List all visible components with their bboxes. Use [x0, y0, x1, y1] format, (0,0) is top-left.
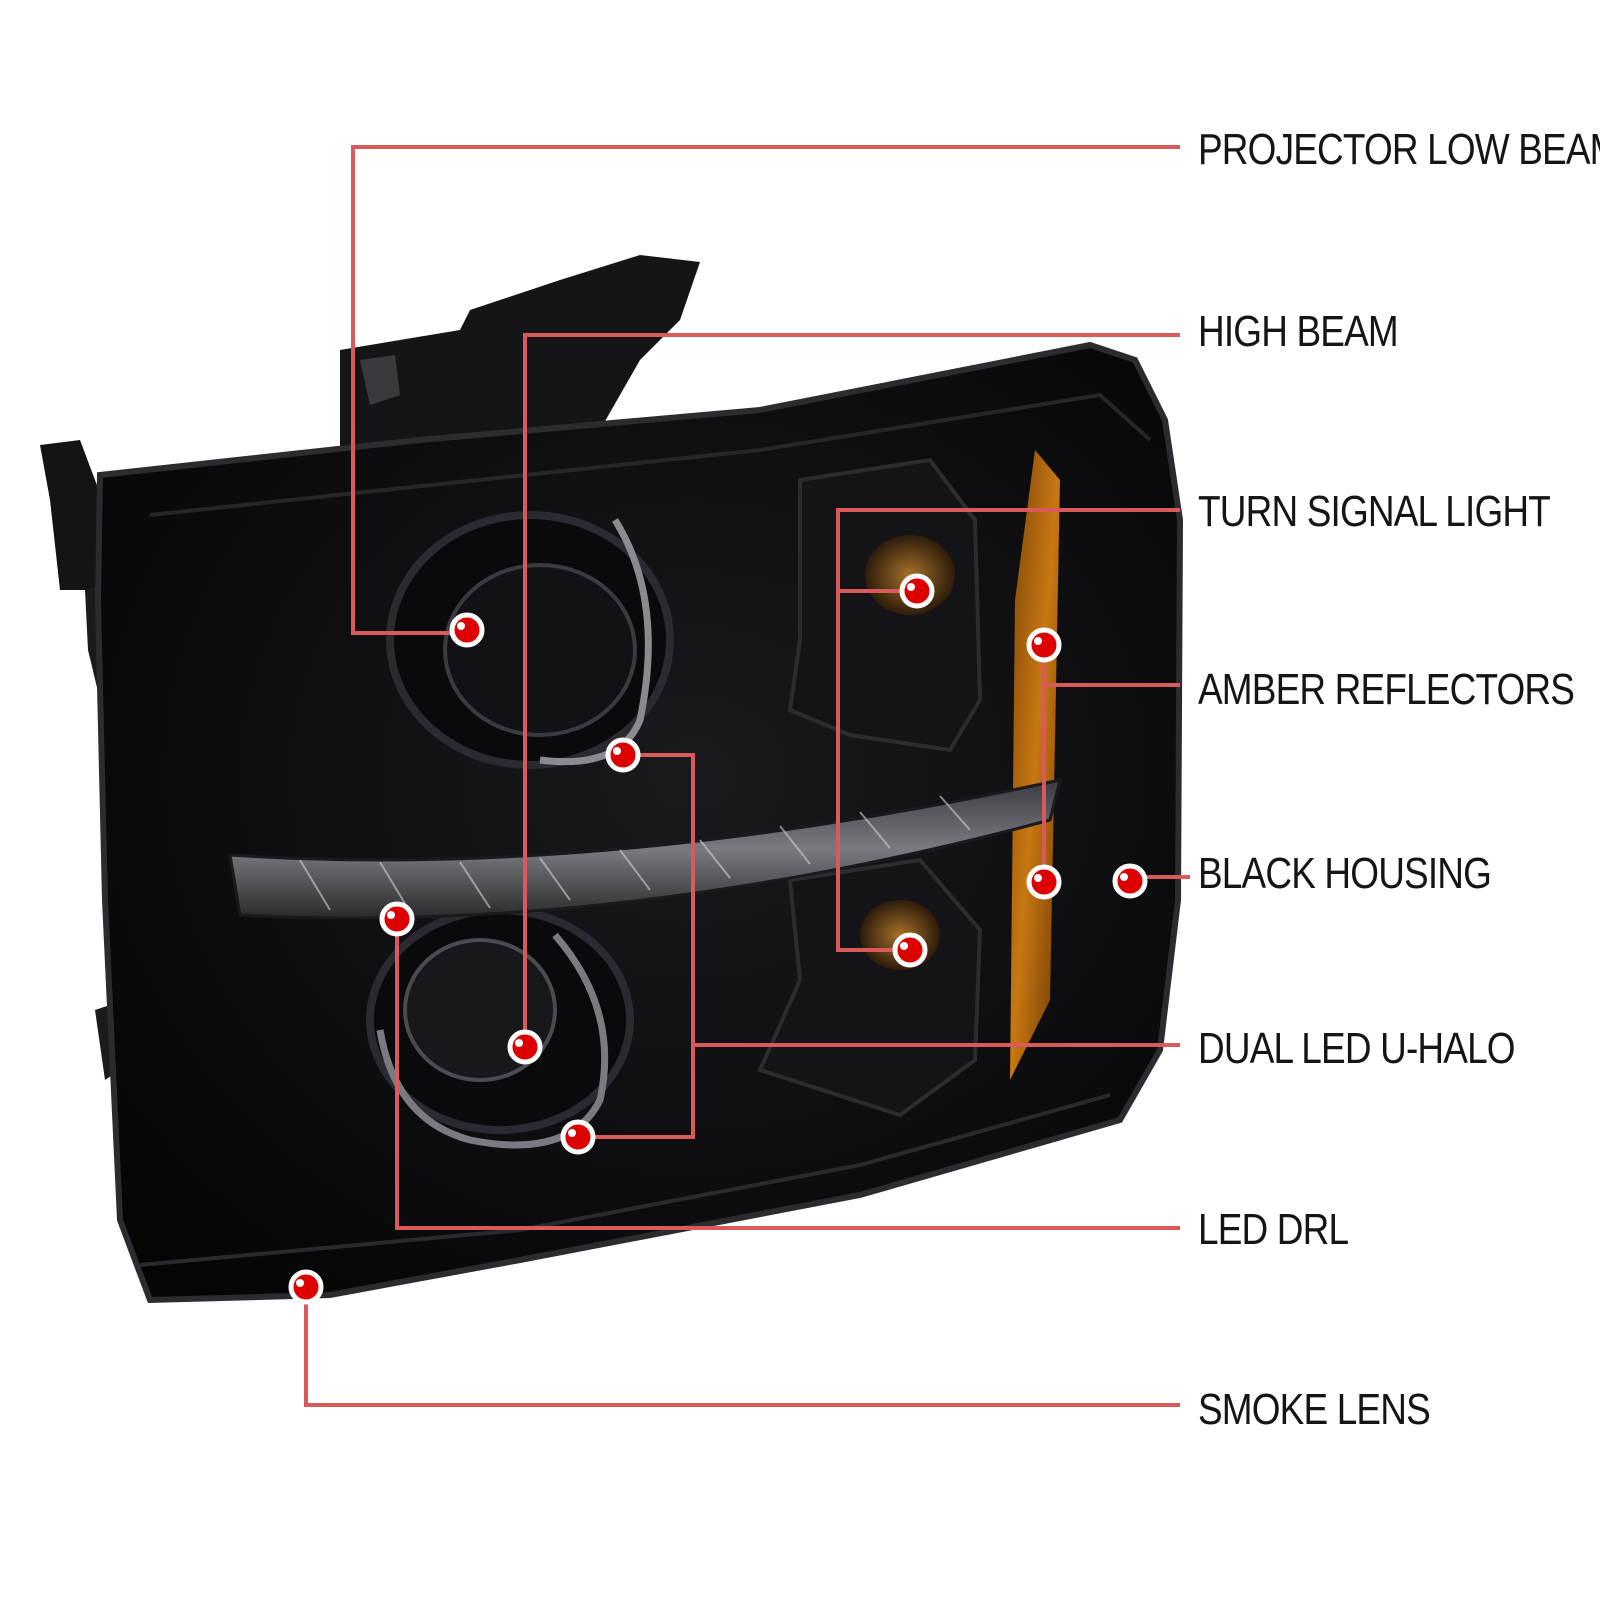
marker-smoke-lens — [288, 1269, 324, 1305]
leader-lines — [304, 145, 1190, 1407]
amber-strip — [1010, 450, 1060, 1080]
label-amber-reflectors: AMBER REFLECTORS — [1198, 665, 1575, 714]
label-turn-signal-light: TURN SIGNAL LIGHT — [1198, 487, 1551, 536]
mounting-bracket — [340, 255, 700, 450]
label-black-housing: BLACK HOUSING — [1198, 849, 1492, 898]
label-led-drl: LED DRL — [1198, 1205, 1349, 1254]
leader-led-drl — [395, 919, 1180, 1230]
marker-amber-reflector-lower — [1026, 864, 1062, 900]
marker-black-housing — [1112, 863, 1148, 899]
leader-dual-led-u-halo — [578, 753, 1180, 1139]
label-smoke-lens: SMOKE LENS — [1198, 1385, 1431, 1434]
label-high-beam: HIGH BEAM — [1198, 307, 1399, 356]
marker-projector-low-beam — [449, 612, 485, 648]
marker-led-drl — [379, 901, 415, 937]
marker-high-beam — [507, 1029, 543, 1065]
leader-projector-low-beam — [351, 145, 1180, 635]
leader-turn-signal-light — [836, 508, 1180, 952]
marker-turn-signal-lower — [892, 932, 928, 968]
label-projector-low-beam: PROJECTOR LOW BEAM — [1198, 125, 1600, 174]
marker-u-halo-upper — [605, 737, 641, 773]
marker-turn-signal-upper — [899, 573, 935, 609]
lower-u-halo — [376, 932, 609, 1149]
drl-bar — [228, 778, 1063, 920]
leader-smoke-lens — [304, 1287, 1180, 1407]
upper-u-halo — [539, 518, 652, 766]
label-dual-led-u-halo: DUAL LED U-HALO — [1198, 1024, 1516, 1073]
marker-amber-reflector-upper — [1026, 627, 1062, 663]
side-tab — [40, 440, 110, 590]
marker-u-halo-lower — [560, 1119, 596, 1155]
leader-high-beam — [523, 333, 1180, 1042]
